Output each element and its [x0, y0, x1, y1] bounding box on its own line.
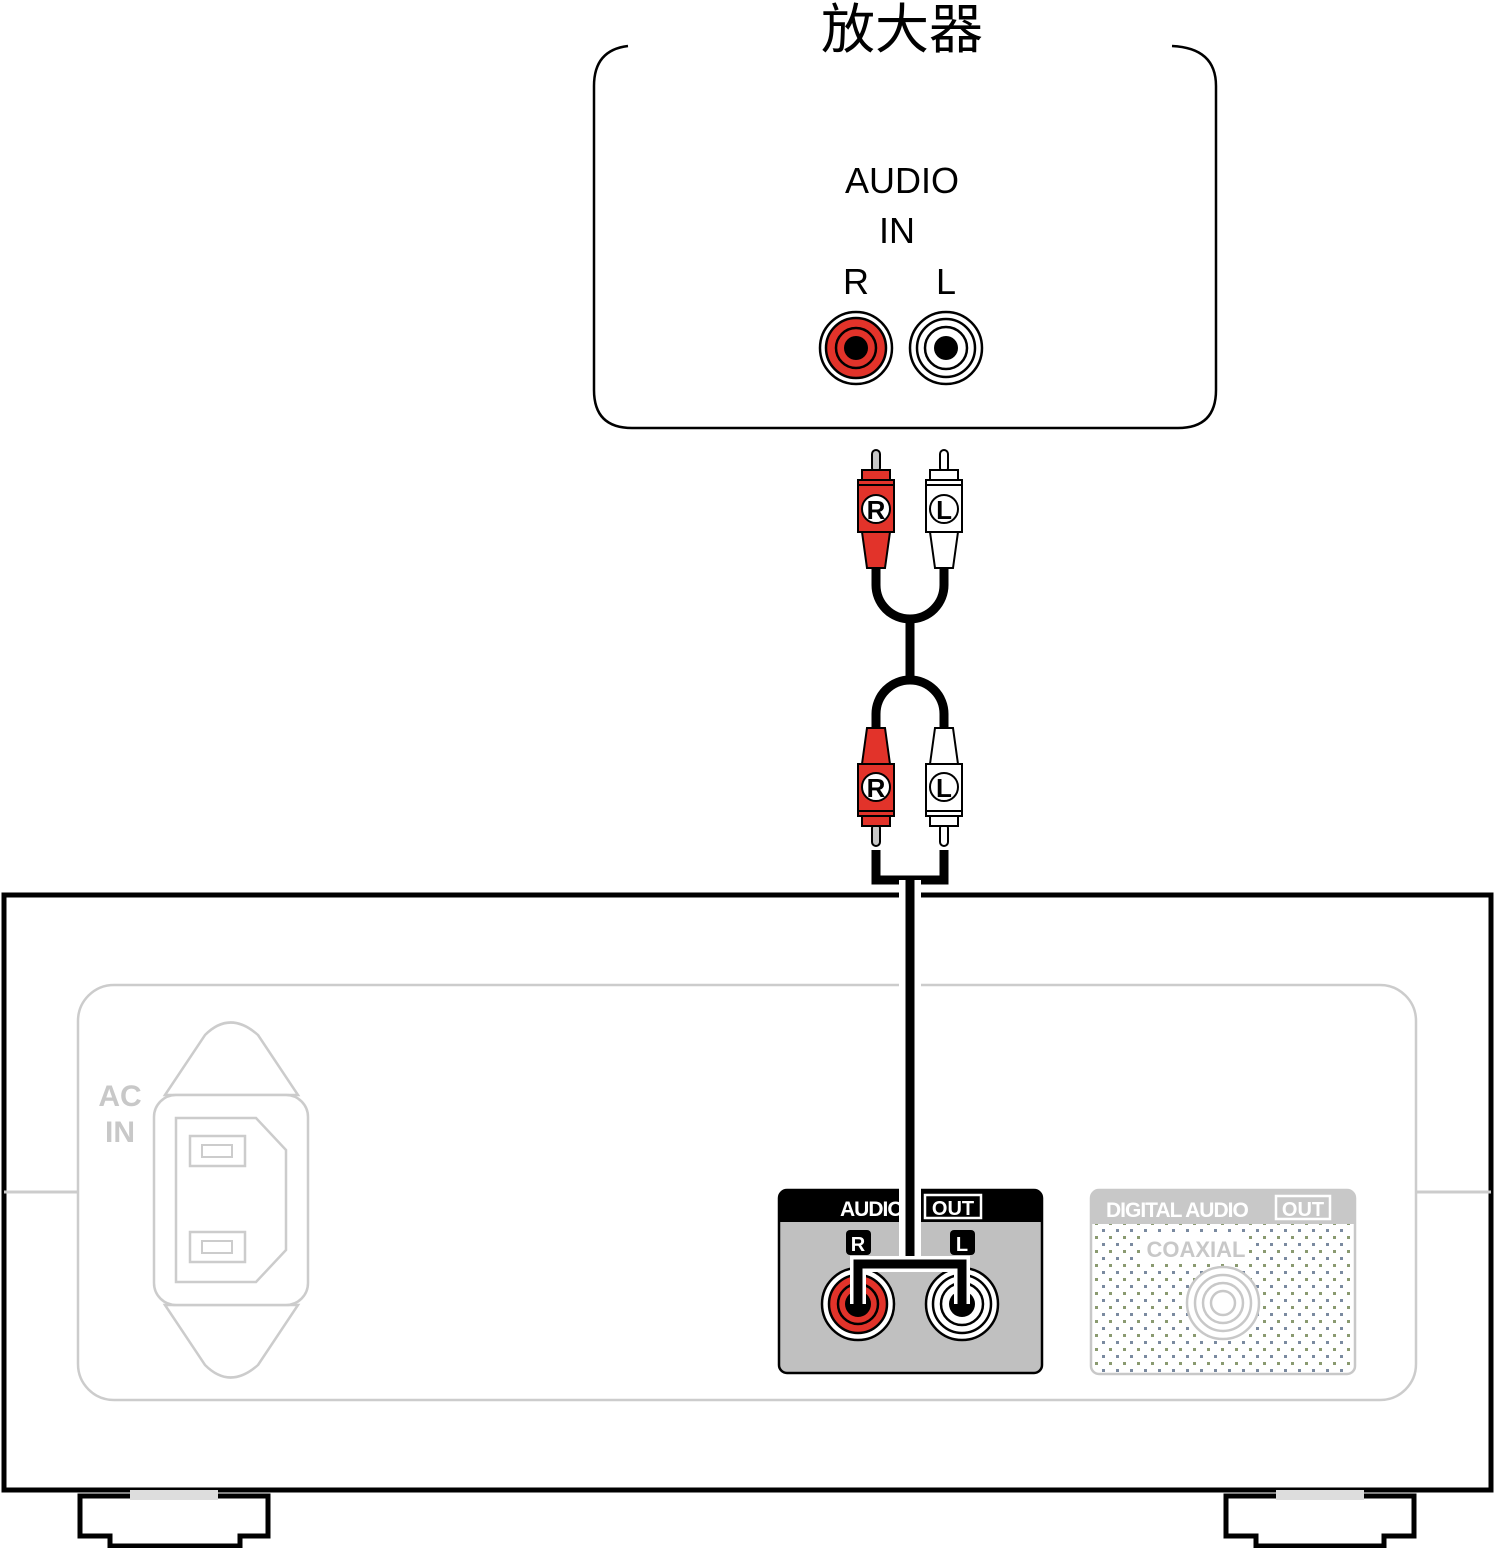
audio-out-badge: OUT: [932, 1198, 974, 1220]
cable-into-device: [850, 880, 970, 1304]
amp-jack-r[interactable]: [818, 310, 894, 386]
coaxial-label: COAXIAL: [1147, 1237, 1246, 1262]
digital-audio-badge: OUT: [1282, 1199, 1324, 1221]
plug-top-l[interactable]: L: [925, 449, 963, 569]
coaxial-jack[interactable]: [1185, 1265, 1261, 1341]
plug-r-label: R: [867, 773, 886, 803]
ac-in-label: AC: [98, 1080, 141, 1113]
channel-l-label: L: [936, 261, 956, 302]
rca-cable[interactable]: R L R L: [857, 449, 963, 885]
amp-jack-l[interactable]: [908, 310, 984, 386]
ac-in-label-line2: IN: [105, 1116, 135, 1149]
plug-r-label: R: [867, 495, 886, 525]
audio-out-l-label: L: [956, 1234, 968, 1256]
channel-r-label: R: [843, 261, 869, 302]
digital-audio-label: DIGITAL AUDIO: [1106, 1199, 1248, 1222]
foot-left: [77, 1490, 271, 1548]
plug-bottom-l[interactable]: L: [925, 727, 963, 847]
audio-out-r-label: R: [851, 1234, 866, 1256]
ac-inlet[interactable]: [152, 1021, 310, 1379]
amplifier-panel: 放大器 AUDIO IN R L: [592, 0, 1218, 430]
plug-l-label: L: [936, 495, 952, 525]
plug-l-label: L: [936, 773, 952, 803]
plug-bottom-r[interactable]: R: [857, 727, 895, 847]
digital-audio-out-panel: DIGITAL AUDIO OUT COAXIAL: [1089, 1188, 1357, 1376]
source-device: AC IN AUDIO OUT R L: [1, 880, 1494, 1548]
foot-right: [1223, 1490, 1417, 1548]
amplifier-title: 放大器: [821, 0, 983, 61]
audio-out-label: AUDIO: [840, 1198, 903, 1221]
plug-top-r[interactable]: R: [857, 449, 895, 569]
audio-in-label-line2: IN: [879, 210, 915, 251]
audio-in-label: AUDIO: [845, 160, 959, 201]
